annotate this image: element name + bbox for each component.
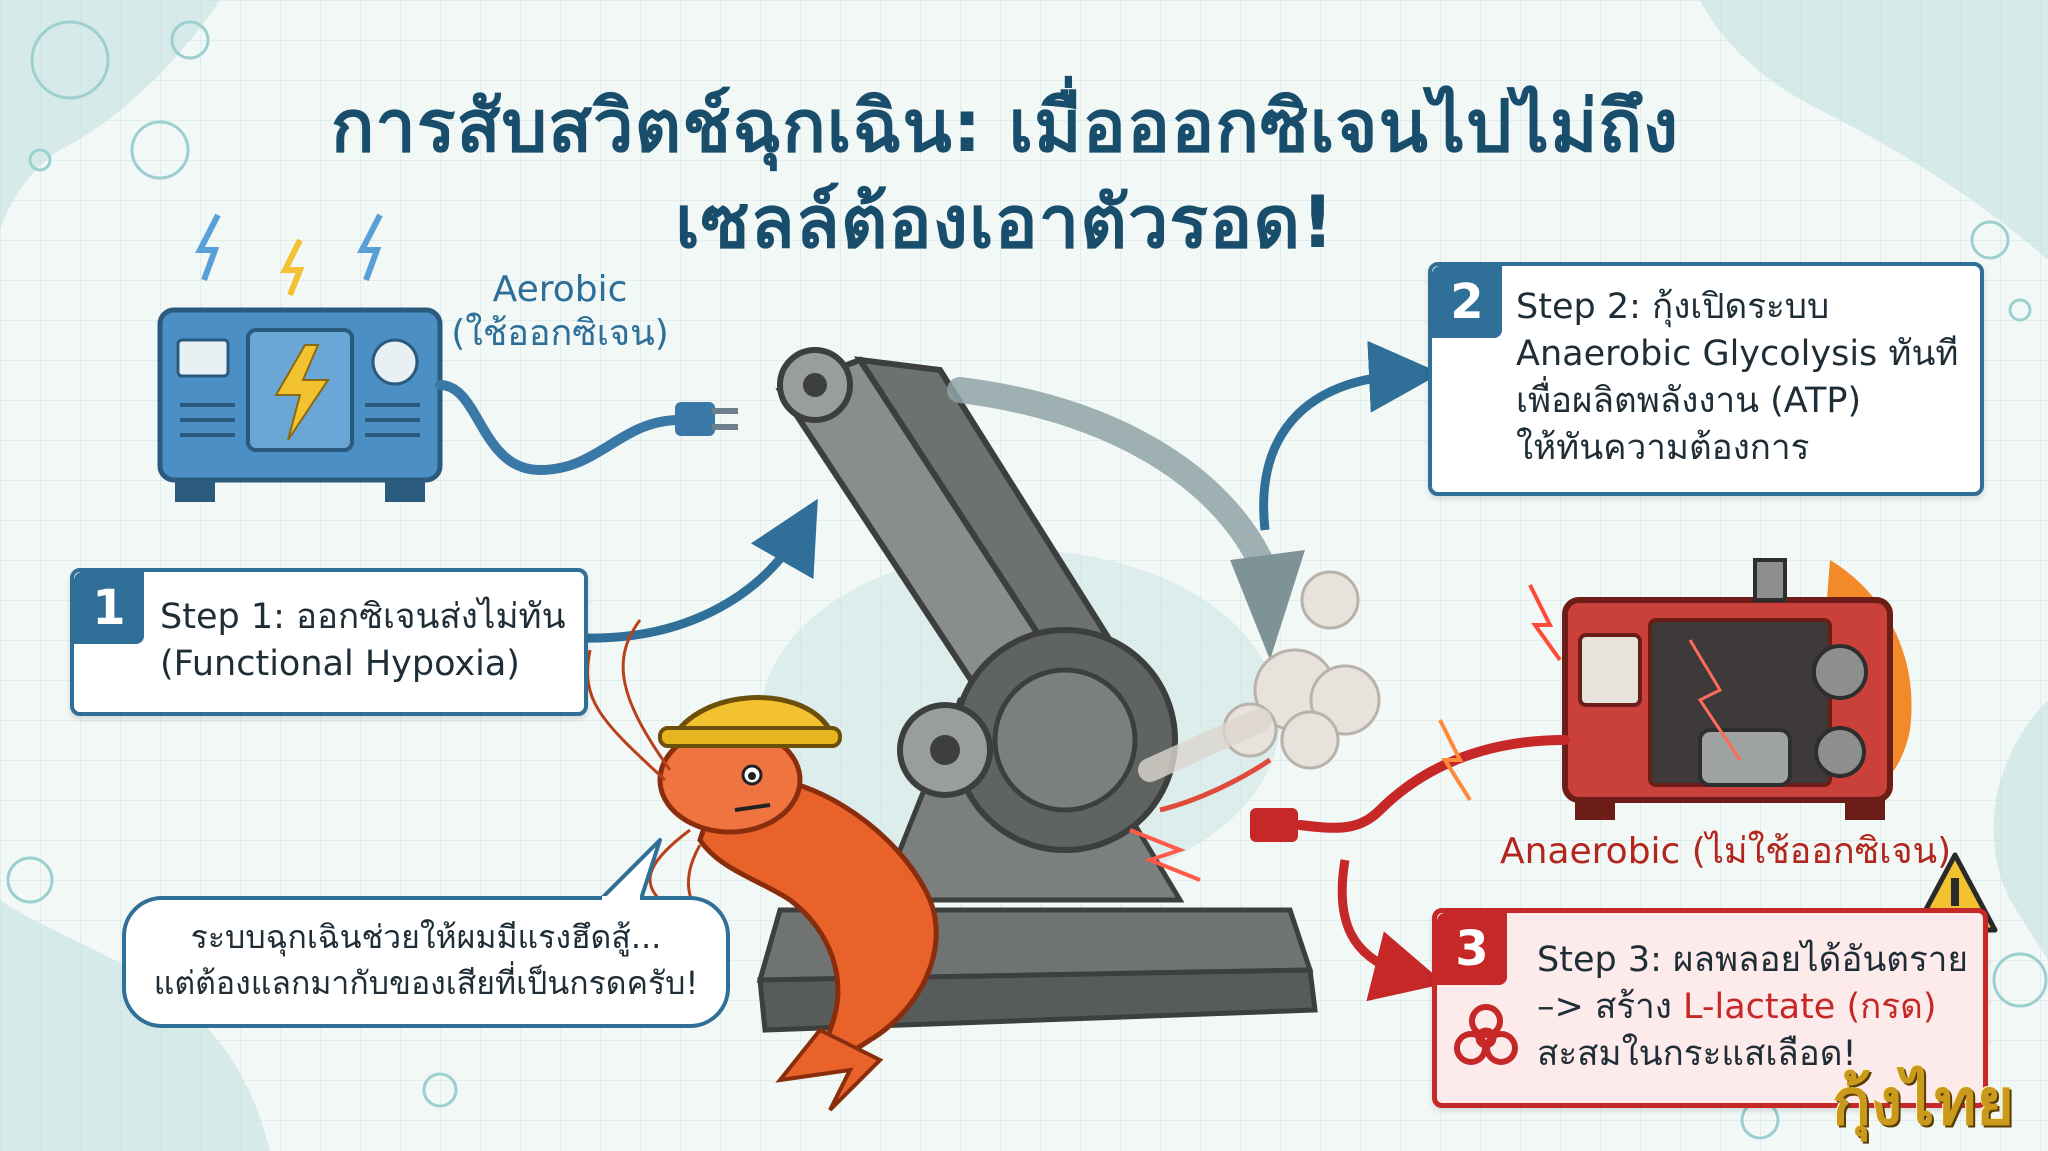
step-1-line-2: (Functional Hypoxia) [160, 644, 520, 684]
step-3-line-2: –> สร้าง L-lactate (กรด) [1537, 984, 1968, 1031]
step-3-line-1: Step 3: ผลพลอยได้อันตราย [1537, 940, 1968, 980]
shrimp-mascot-icon [586, 619, 939, 1112]
lever-machine-icon [756, 347, 1318, 1033]
speech-bubble-text: ระบบฉุกเฉินช่วยให้ผมมีแรงฮึดสู้... แต่ต้… [126, 914, 726, 1006]
step-2-text: Step 2: กุ้งเปิดระบบ Anaerobic Glycolysi… [1516, 284, 1959, 472]
step-3-text: Step 3: ผลพลอยได้อันตราย –> สร้าง L-lact… [1537, 937, 1968, 1078]
step-3-line-3: สะสมในกระแสเลือด! [1537, 1034, 1857, 1074]
step-3-line-2-prefix: –> สร้าง [1537, 987, 1683, 1027]
red-generator-icon [1250, 558, 1912, 842]
arrow-generator-to-step3 [1337, 859, 1445, 1002]
speech-line-2: แต่ต้องแลกมากับของเสียที่เป็นกรดครับ! [153, 964, 699, 1002]
title-line-1: การสับสวิตช์ฉุกเฉิน: เมื่อออกซิเจนไปไม่ถ… [330, 84, 1680, 168]
step-2-line-1: Step 2: กุ้งเปิดระบบ [1516, 287, 1830, 327]
step-2-line-2: Anaerobic Glycolysis ทันที [1516, 334, 1959, 374]
aerobic-label-note: (ใช้ออกซิเจน) [451, 313, 669, 354]
speech-line-1: ระบบฉุกเฉินช่วยให้ผมมีแรงฮึดสู้... [190, 918, 662, 956]
step-2-line-4: ให้ทันความต้องการ [1516, 428, 1810, 468]
aerobic-label-name: Aerobic [492, 269, 628, 310]
step-2-card: 2 Step 2: กุ้งเปิดระบบ Anaerobic Glycoly… [1428, 262, 1984, 496]
arrow-step1-to-machine [584, 498, 818, 643]
step-2-line-3: เพื่อผลิตพลังงาน (ATP) [1516, 381, 1862, 421]
blue-generator-icon [157, 213, 738, 502]
step-2-number-badge: 2 [1432, 266, 1502, 338]
l-lactate-highlight: L-lactate (กรด) [1682, 987, 1937, 1027]
page-title: การสับสวิตช์ฉุกเฉิน: เมื่อออกซิเจนไปไม่ถ… [180, 78, 1830, 270]
switch-motion-arrowhead [1230, 550, 1305, 660]
title-line-2: เซลล์ต้องเอาตัวรอด! [675, 180, 1335, 264]
step-1-number-badge: 1 [74, 572, 144, 644]
aerobic-label: Aerobic (ใช้ออกซิเจน) [440, 268, 680, 356]
step-3-card: 3 Step 3: ผลพลอยได้อันตราย –> สร้าง L-la… [1432, 908, 1988, 1108]
shrimp-speech-bubble: ระบบฉุกเฉินช่วยให้ผมมีแรงฮึดสู้... แต่ต้… [122, 896, 730, 1028]
switch-motion-arrow [947, 377, 1273, 573]
step-1-card: 1 Step 1: ออกซิเจนส่งไม่ทัน (Functional … [70, 568, 588, 716]
step-3-number-badge: 3 [1437, 913, 1507, 985]
biohazard-icon [1454, 1004, 1518, 1065]
anaerobic-label: Anaerobic (ไม่ใช้ออกซิเจน) [1500, 831, 1952, 872]
step-1-line-1: Step 1: ออกซิเจนส่งไม่ทัน [160, 597, 566, 637]
arrow-machine-to-step2 [1259, 340, 1441, 531]
step-1-text: Step 1: ออกซิเจนส่งไม่ทัน (Functional Hy… [160, 594, 566, 688]
kung-thai-logo: กุ้งไทย [1832, 1066, 2014, 1140]
